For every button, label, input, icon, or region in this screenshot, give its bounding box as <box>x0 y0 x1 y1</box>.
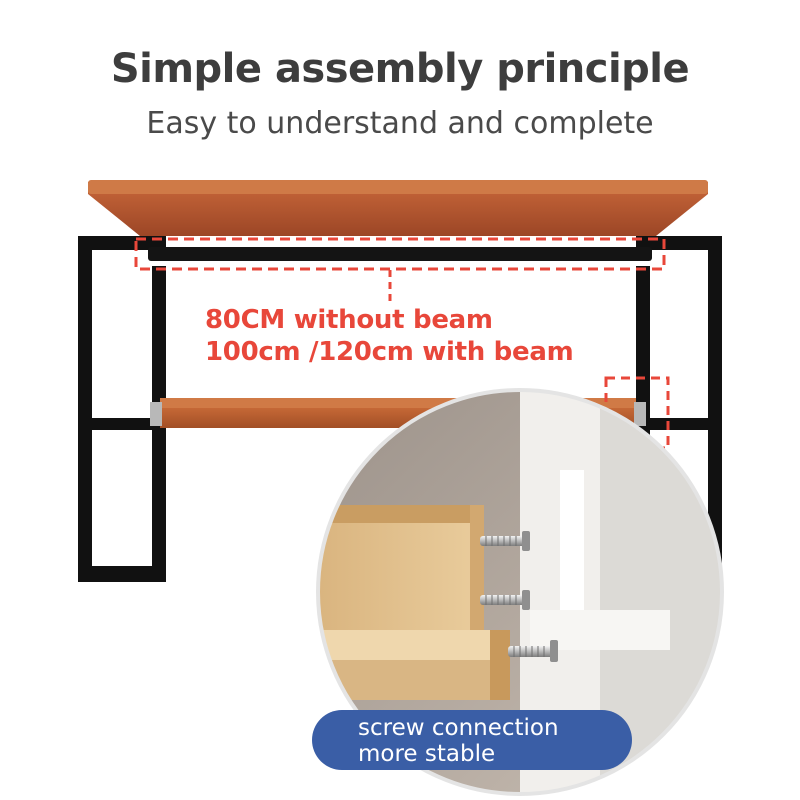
beam-bar <box>148 247 652 261</box>
desktop-top <box>88 180 708 236</box>
dimension-note-line-2: 100cm /120cm with beam <box>205 337 574 367</box>
subheadline: Easy to understand and complete <box>146 106 654 141</box>
caption-pill: screw connection more stable <box>312 710 632 770</box>
caption-line-1: screw connection <box>358 715 559 741</box>
beam-highlight-box <box>134 237 666 271</box>
dimension-note-line-1: 80CM without beam <box>205 305 493 335</box>
caption-line-2: more stable <box>358 741 496 767</box>
dimension-note: 80CM without beam 100cm /120cm with beam <box>205 304 574 368</box>
headline-title: Simple assembly principle <box>110 46 690 92</box>
